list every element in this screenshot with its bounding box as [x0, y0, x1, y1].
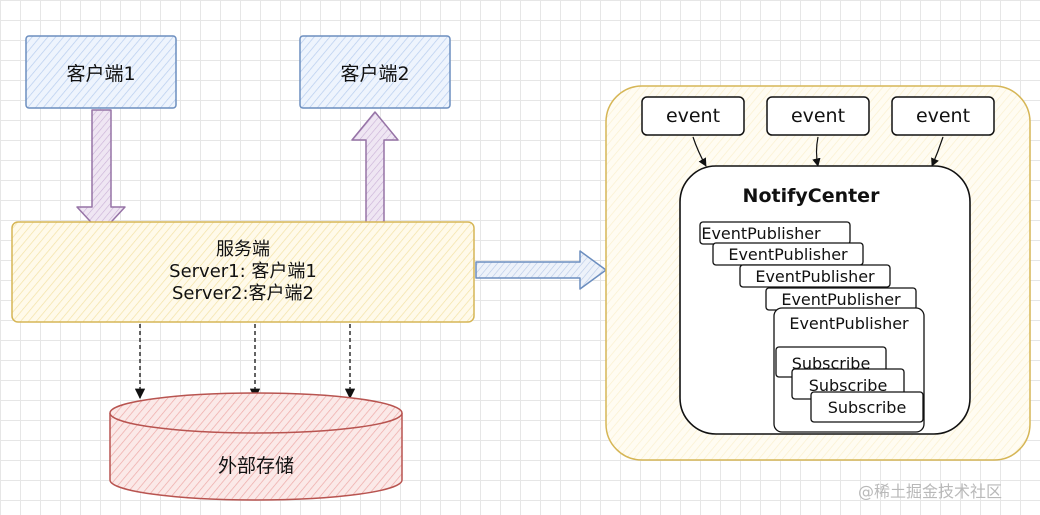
server-box [11, 221, 475, 323]
event1-arrow [692, 136, 707, 167]
client1-box [25, 35, 177, 109]
event-box-1 [641, 96, 745, 136]
event3-arrow [931, 136, 944, 167]
server-to-client2-arrow [351, 111, 399, 236]
server-to-notifycenter-arrow [475, 250, 607, 290]
client2-label: 客户端2 [340, 62, 410, 85]
event2-arrow [812, 136, 821, 167]
subscriber-label-1: Subscribe [791, 353, 871, 373]
server-title: 服务端 [216, 239, 270, 260]
client2-box [299, 35, 451, 109]
publisher-label-3: EventPublisher [755, 266, 875, 286]
server-text: 服务端 Server1: 客户端1 Server2:客户端2 [12, 222, 474, 322]
client1-label: 客户端1 [66, 62, 136, 85]
publisher-label-2: EventPublisher [728, 244, 848, 264]
event-box-3 [891, 96, 995, 136]
storage-label: 外部存储 [217, 454, 294, 477]
publisher-label-4: EventPublisher [781, 289, 901, 309]
event-label-1: event [665, 105, 721, 127]
publisher-label-1: EventPublisher [701, 223, 821, 243]
subscriber-box-3 [810, 391, 924, 423]
event-label-3: event [915, 105, 971, 127]
event-box-2 [766, 96, 870, 136]
publisher-box-3 [739, 264, 891, 288]
server-line2: Server2:客户端2 [172, 283, 314, 304]
subscriber-label-2: Subscribe [808, 375, 888, 395]
publisher-label-5: EventPublisher [789, 313, 909, 333]
notifycenter-title: NotifyCenter [742, 185, 880, 207]
server-line1: Server1: 客户端1 [169, 261, 317, 282]
client1-to-server-arrow [76, 109, 126, 234]
watermark-text: @稀土掘金技术社区 [858, 482, 1003, 501]
event-label-2: event [790, 105, 846, 127]
subscriber-label-3: Subscribe [827, 397, 907, 417]
storage-cylinder [109, 392, 403, 501]
